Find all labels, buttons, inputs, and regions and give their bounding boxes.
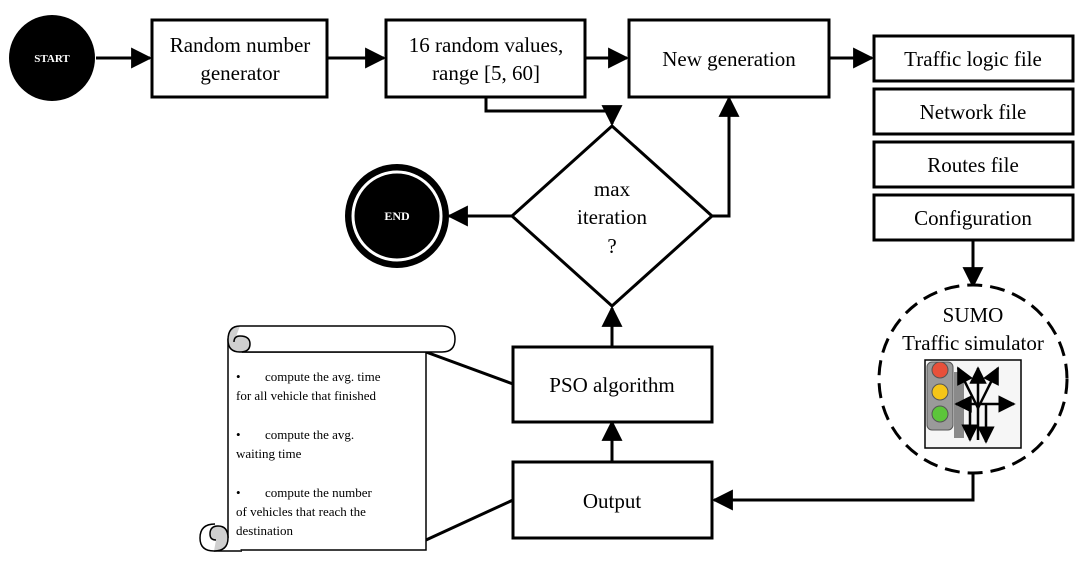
new-generation-label: New generation [662, 47, 796, 71]
note-item1-line1: compute the avg. time [265, 369, 381, 384]
start-label: START [34, 53, 70, 65]
line-pso-to-notes [425, 350, 514, 386]
arrow-sumo-to-output [711, 474, 975, 511]
configuration-label: Configuration [914, 206, 1032, 230]
network-file-box: Network file [872, 87, 1075, 136]
yellow-light-icon [931, 383, 949, 401]
pso-algorithm-label: PSO algorithm [549, 373, 674, 397]
end-node: END [345, 164, 449, 268]
random-generator-line1: Random number [170, 33, 311, 57]
notes-scroll: • compute the avg. time for all vehicle … [199, 325, 456, 552]
sumo-line2: Traffic simulator [902, 331, 1044, 355]
pso-algorithm-box: PSO algorithm [511, 345, 714, 424]
note-item3-line2: of vehicles that reach the [236, 504, 366, 519]
sumo-simulator-node: SUMO Traffic simulator [877, 283, 1069, 475]
decision-line3: ? [607, 234, 616, 258]
output-box: Output [511, 460, 714, 540]
traffic-light-icon [924, 359, 1022, 449]
random-values-box: 16 random values, range [5, 60] [384, 18, 587, 99]
start-node: START [9, 15, 95, 101]
decision-line1: max [594, 177, 631, 201]
new-generation-box: New generation [627, 18, 831, 99]
note-item2-line1: compute the avg. [265, 427, 354, 442]
note-item1-line2: for all vehicle that finished [236, 388, 377, 403]
connectors [96, 47, 984, 542]
note-bullet-3: • [236, 485, 241, 500]
configuration-box: Configuration [872, 193, 1075, 242]
green-light-icon [931, 405, 949, 423]
line-output-to-notes [425, 498, 514, 542]
note-bullet-1: • [236, 369, 241, 384]
sumo-line1: SUMO [943, 303, 1004, 327]
note-item2-line2: waiting time [236, 446, 302, 461]
routes-file-box: Routes file [872, 140, 1075, 189]
traffic-logic-file-box: Traffic logic file [872, 34, 1075, 83]
decision-line2: iteration [577, 205, 647, 229]
note-bullet-2: • [236, 427, 241, 442]
traffic-logic-file-label: Traffic logic file [904, 47, 1042, 71]
random-values-line2: range [5, 60] [432, 61, 540, 85]
red-light-icon [931, 361, 949, 379]
output-label: Output [583, 489, 642, 513]
random-values-line1: 16 random values, [409, 33, 564, 57]
arrow-decision-to-newgen [712, 95, 740, 218]
max-iteration-decision: max iteration ? [509, 123, 715, 309]
note-item3-line1: compute the number [265, 485, 373, 500]
arrow-values-to-decision [484, 97, 623, 127]
random-generator-box: Random number generator [150, 18, 329, 99]
network-file-label: Network file [920, 100, 1027, 124]
routes-file-label: Routes file [927, 153, 1019, 177]
random-generator-line2: generator [200, 61, 279, 85]
end-label: END [384, 209, 410, 223]
note-item3-line3: destination [236, 523, 294, 538]
